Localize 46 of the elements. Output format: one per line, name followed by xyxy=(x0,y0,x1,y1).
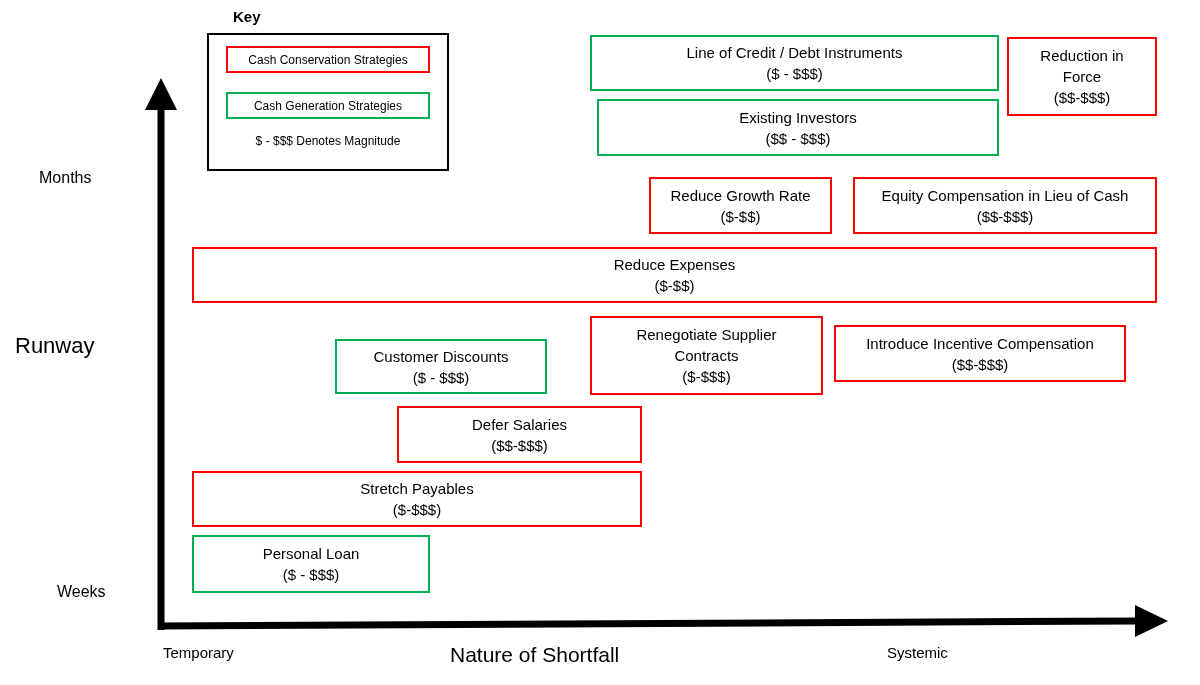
strategy-name: Existing Investors xyxy=(739,107,857,128)
strategy-name: Reduce Expenses xyxy=(613,255,736,275)
strategy-box xyxy=(590,35,999,91)
strategy-box xyxy=(397,406,642,463)
axis-tick-label: Weeks xyxy=(57,582,106,602)
strategy-box xyxy=(192,247,1157,303)
strategy-box xyxy=(335,339,547,394)
legend-title: Key xyxy=(233,8,261,26)
strategy-name: Reduce Growth Rate xyxy=(670,185,811,206)
strategy-name: Stretch Payables xyxy=(360,479,474,499)
axis-tick-label: Temporary xyxy=(163,644,234,662)
magnitude-range: ($$-$$$) xyxy=(1053,88,1111,108)
strategy-box xyxy=(834,325,1126,382)
strategy-box xyxy=(853,177,1157,234)
legend-label: Cash Generation Strategies xyxy=(253,98,403,113)
magnitude-range: ($-$$$) xyxy=(682,367,731,387)
magnitude-range: ($-$$$) xyxy=(392,500,442,520)
strategy-name: Defer Salaries xyxy=(471,414,567,435)
magnitude-range: ($$ - $$$) xyxy=(765,128,831,149)
strategy-name: Personal Loan xyxy=(262,544,360,564)
strategy-box xyxy=(192,535,430,593)
magnitude-range: ($$-$$$) xyxy=(491,435,548,456)
strategy-box xyxy=(597,99,999,156)
magnitude-range: ($-$$) xyxy=(720,206,761,227)
strategy-name: Reduction in Force xyxy=(1039,46,1125,87)
axis-tick-label: Systemic xyxy=(887,644,948,662)
strategy-name: Customer Discounts xyxy=(373,346,509,367)
strategy-name: Line of Credit / Debt Instruments xyxy=(686,43,903,63)
magnitude-range: ($$-$$$) xyxy=(976,206,1034,227)
axis-tick-label: Months xyxy=(39,168,92,188)
magnitude-range: ($ - $$$) xyxy=(766,64,823,84)
strategy-box xyxy=(590,316,823,395)
strategy-box xyxy=(192,471,642,527)
axis-title: Runway xyxy=(15,333,95,360)
magnitude-range: ($-$$) xyxy=(654,276,695,296)
legend-note: $ - $$$ Denotes Magnitude xyxy=(255,133,401,149)
strategy-box xyxy=(649,177,832,234)
axis-title: Nature of Shortfall xyxy=(450,642,620,668)
strategy-name: Renegotiate Supplier Contracts xyxy=(635,325,778,366)
magnitude-range: ($$-$$$) xyxy=(951,354,1009,375)
legend-label: Cash Conservation Strategies xyxy=(248,52,408,67)
magnitude-range: ($ - $$$) xyxy=(412,367,470,388)
strategy-name: Introduce Incentive Compensation xyxy=(866,333,1094,354)
strategy-name: Equity Compensation in Lieu of Cash xyxy=(881,185,1129,206)
strategy-box xyxy=(1007,37,1157,116)
magnitude-range: ($ - $$$) xyxy=(282,565,340,585)
